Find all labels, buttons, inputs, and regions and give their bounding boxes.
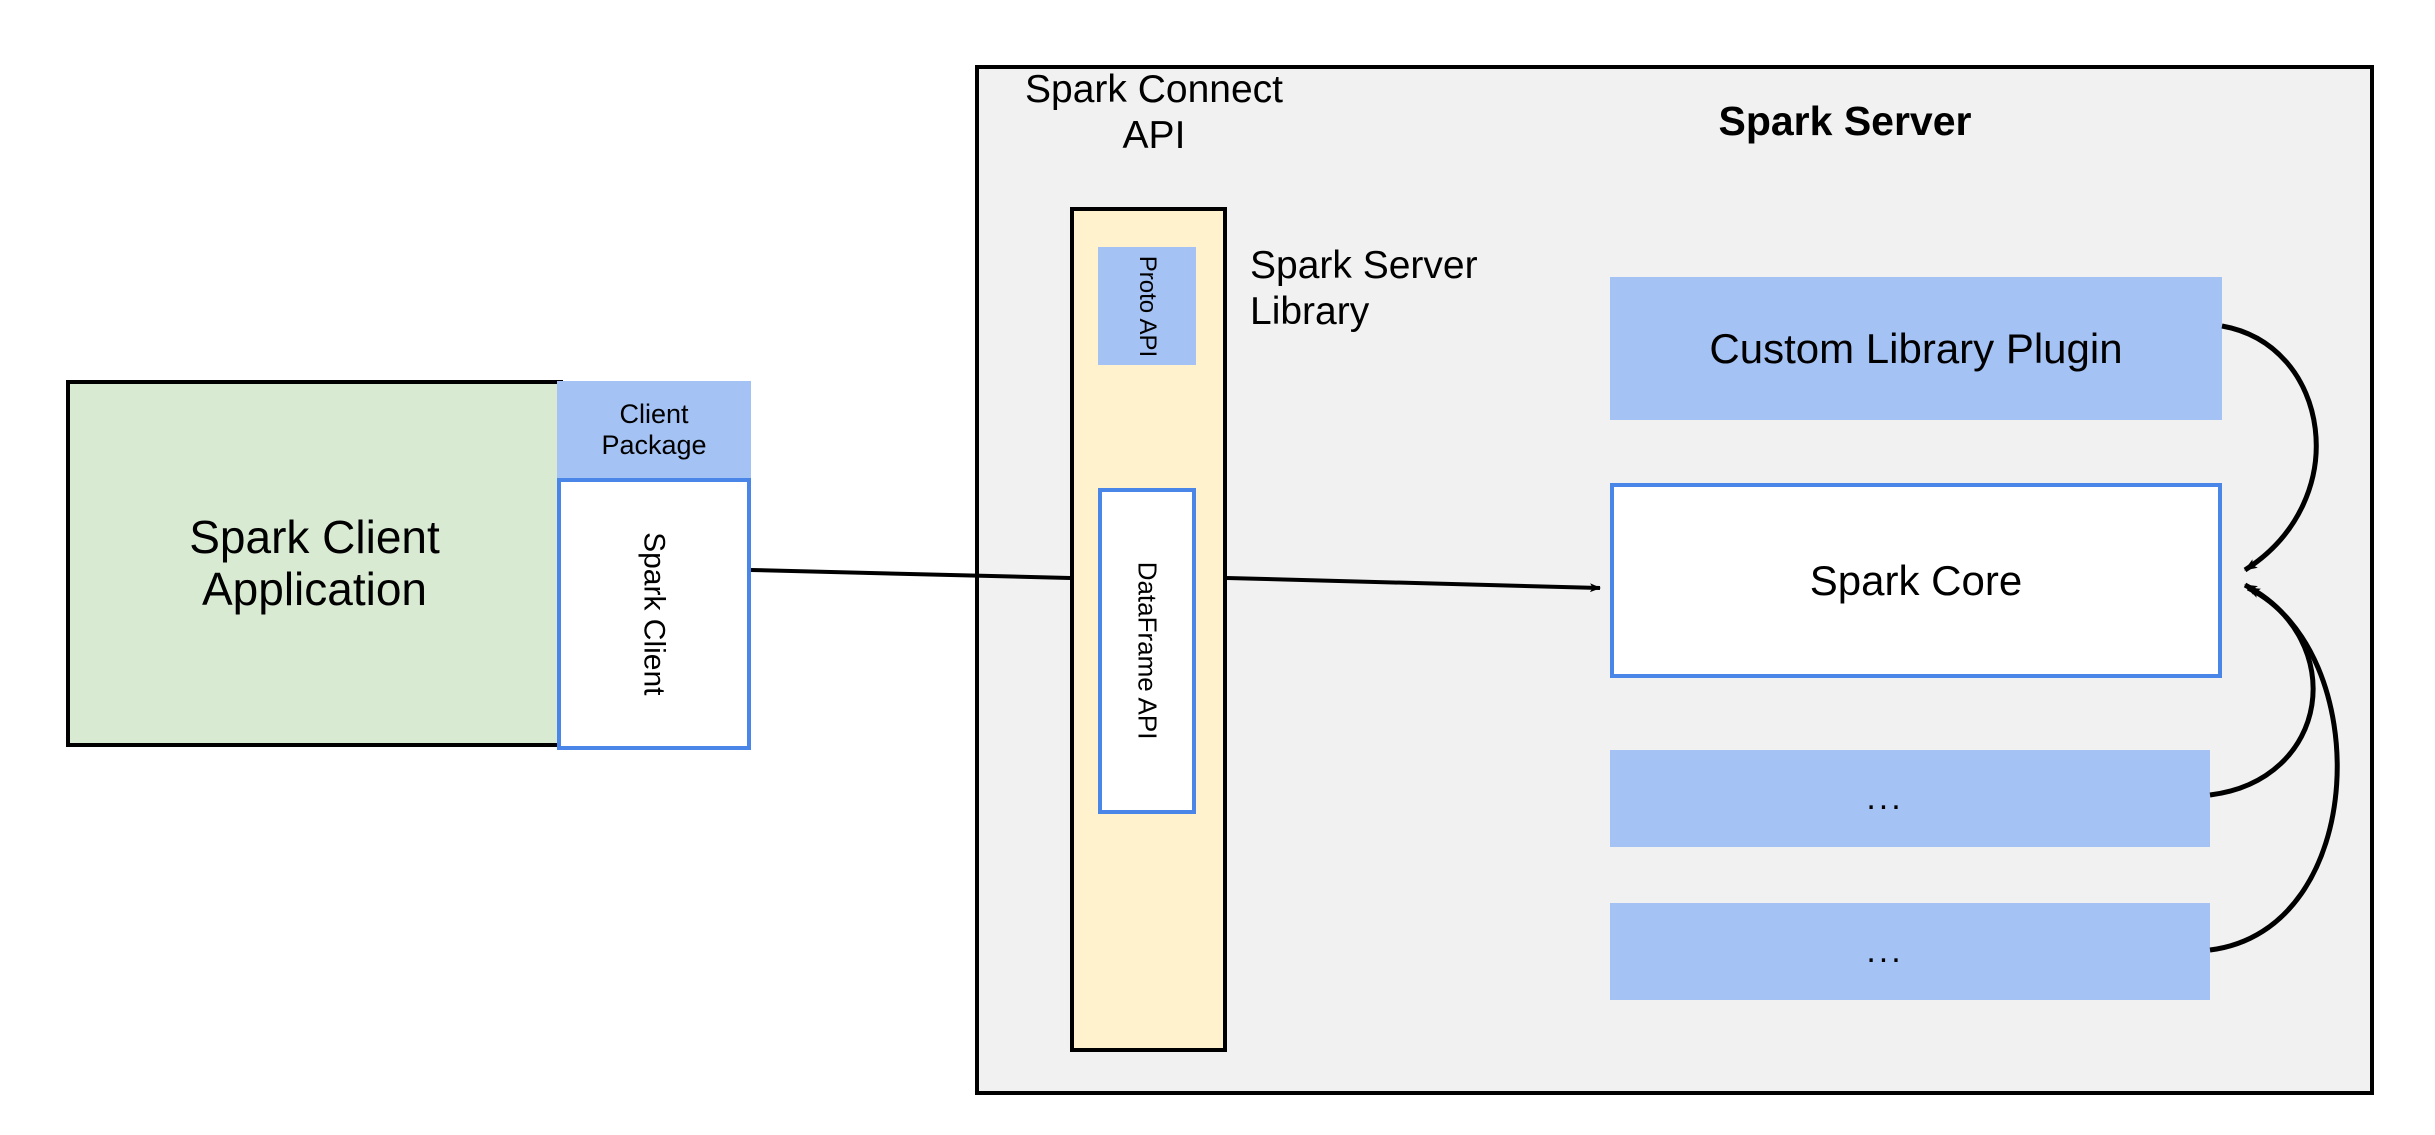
server-plugin-placeholder-box-1[interactable]: ...: [1610, 750, 2210, 847]
dataframe-api-box[interactable]: DataFrame API: [1098, 488, 1196, 814]
spark-connect-api-label: Spark Connect API: [1025, 67, 1283, 157]
spark-client-application-box[interactable]: Spark Client Application: [66, 380, 563, 747]
dataframe-api-label: DataFrame API: [1132, 562, 1163, 740]
ellipsis-label-2: ...: [1866, 932, 1904, 971]
spark-core-box[interactable]: Spark Core: [1610, 483, 2222, 678]
spark-client-label: Spark Client: [637, 532, 671, 696]
custom-library-plugin-box[interactable]: Custom Library Plugin: [1610, 277, 2222, 420]
client-package-box[interactable]: Client Package: [557, 381, 751, 478]
spark-server-library-label: Spark Server Library: [1250, 243, 1478, 333]
proto-api-label: Proto API: [1134, 255, 1162, 357]
spark-client-box[interactable]: Spark Client: [557, 478, 751, 750]
ellipsis-label-1: ...: [1866, 779, 1904, 818]
server-plugin-placeholder-box-2[interactable]: ...: [1610, 903, 2210, 1000]
proto-api-box[interactable]: Proto API: [1098, 247, 1196, 365]
spark-server-title: Spark Server: [1718, 97, 1972, 144]
